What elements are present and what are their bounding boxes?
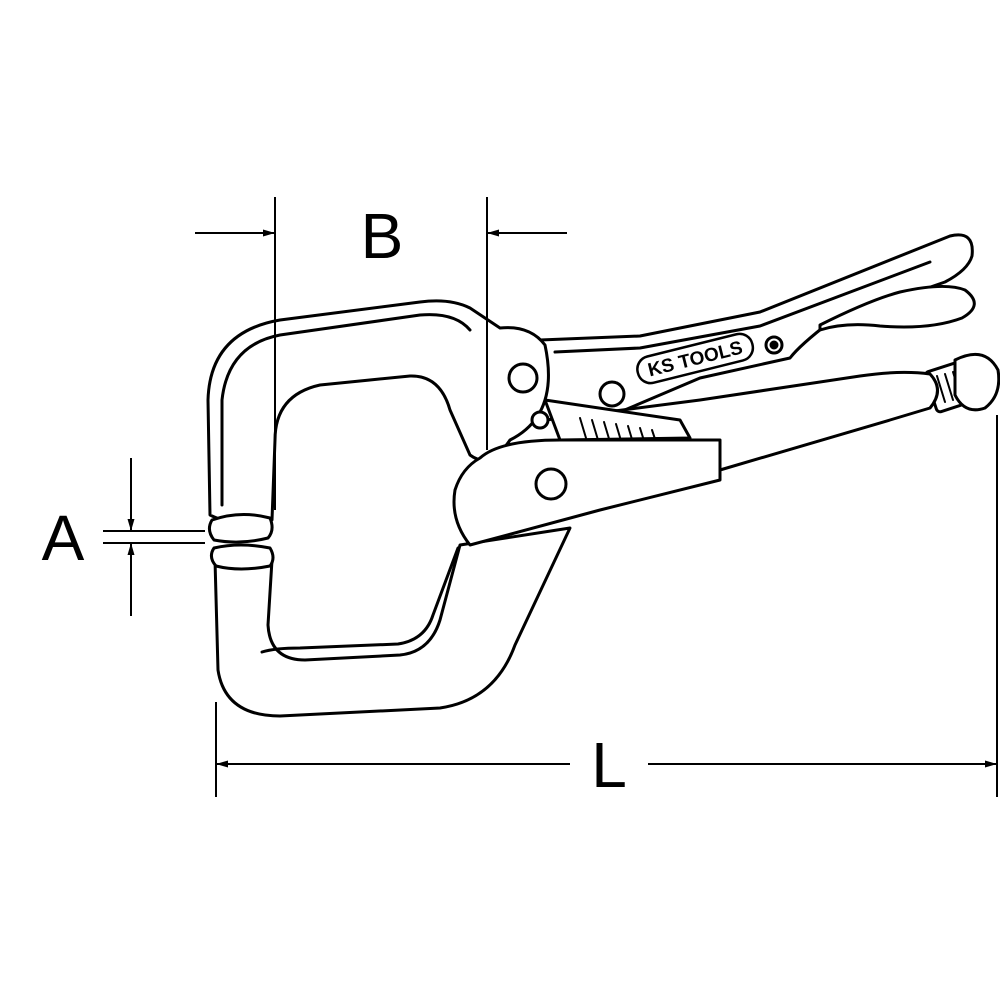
pivot-rivet-middle <box>598 380 626 408</box>
pivot-rivet-jaw <box>534 467 568 501</box>
movable-jaw-body <box>452 438 722 547</box>
dimension-l-label: L <box>591 729 627 801</box>
adjusting-screw <box>924 352 1000 414</box>
dimension-a <box>103 458 205 616</box>
release-lever <box>818 284 976 332</box>
locking-c-clamp-pliers <box>206 233 1000 718</box>
lower-swivel-pad <box>209 543 275 571</box>
pivot-rivet-small <box>530 410 550 430</box>
lower-jaw-inner-edge <box>260 546 460 654</box>
dimension-a-label: A <box>42 502 85 574</box>
upper-swivel-pad <box>207 513 274 544</box>
upper-handle-inner-edge <box>553 260 932 354</box>
dimension-b-label: B <box>361 200 404 272</box>
release-rivet-inner <box>769 340 779 350</box>
dimension-l <box>215 415 998 797</box>
pivot-rivet-upper <box>507 362 539 394</box>
dimension-b <box>195 197 567 510</box>
inner-linkage <box>543 398 692 442</box>
